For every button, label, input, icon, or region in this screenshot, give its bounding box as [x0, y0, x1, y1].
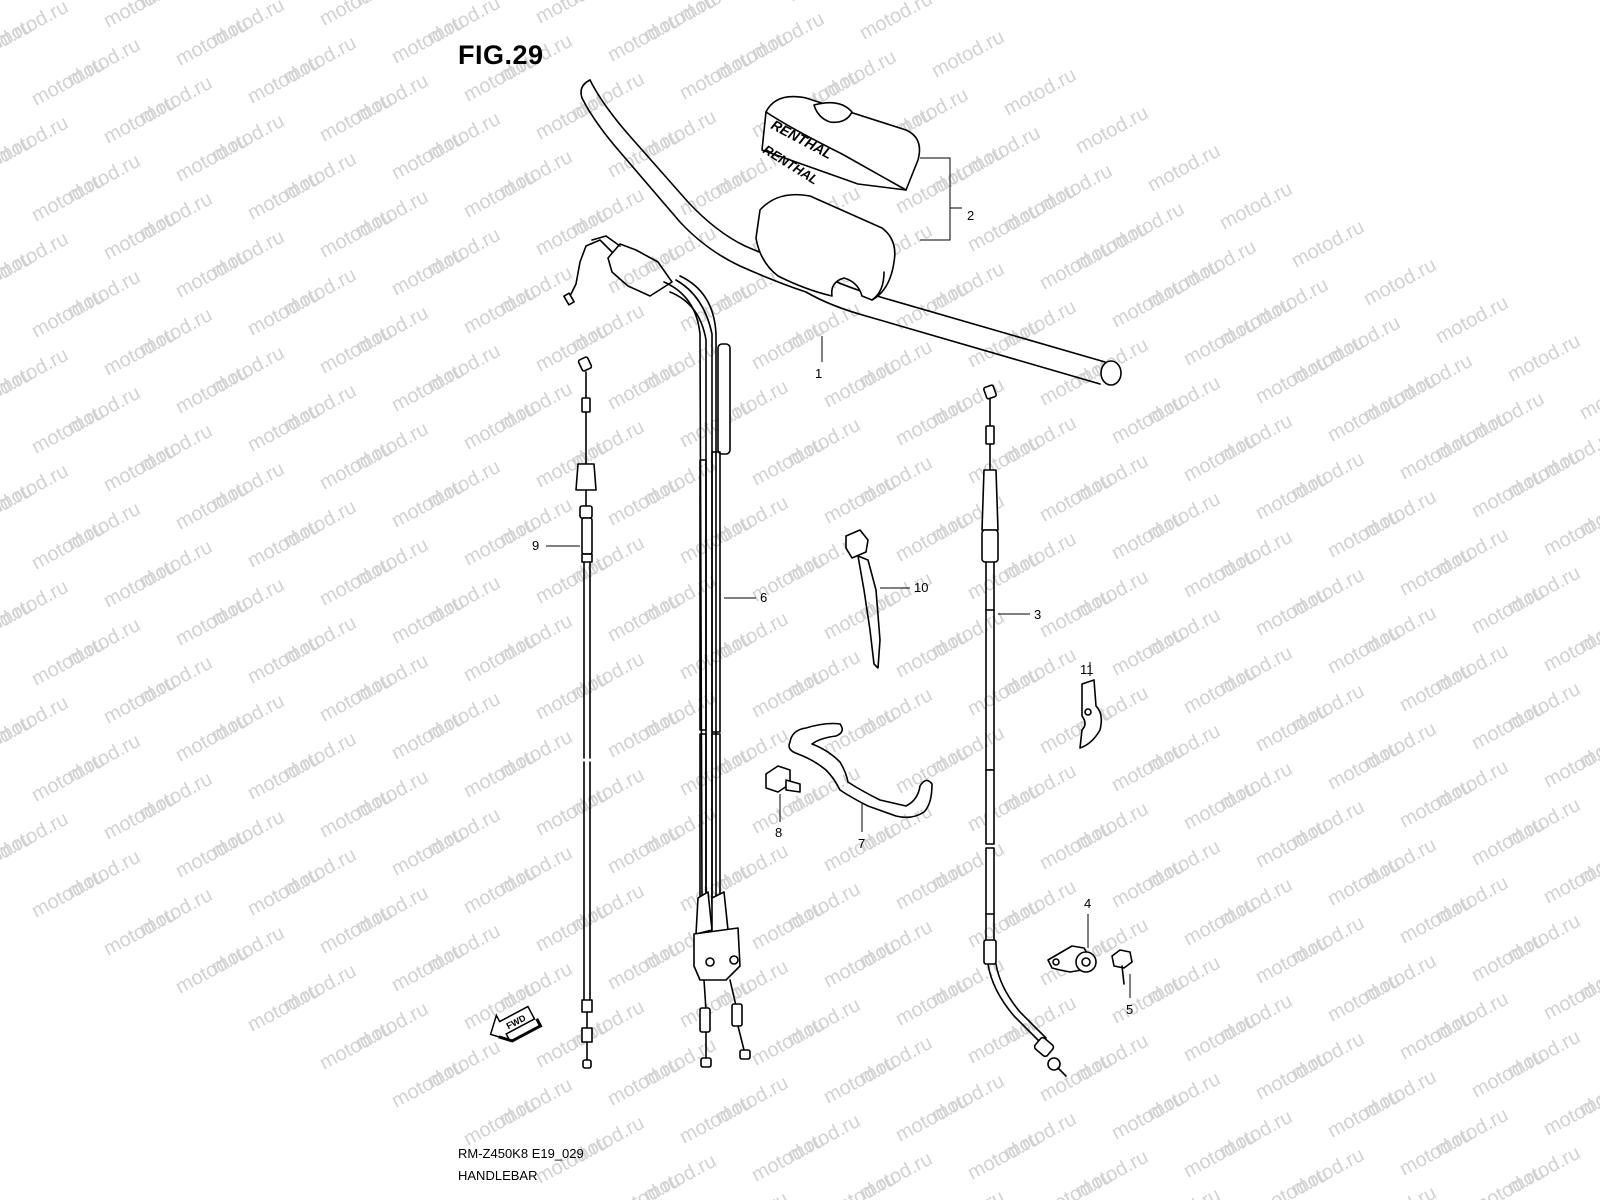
- screw-part[interactable]: [1111, 949, 1133, 998]
- bolt-part[interactable]: [765, 765, 801, 822]
- section-name-label: HANDLEBAR: [458, 1168, 538, 1183]
- cable-tie-part[interactable]: [845, 529, 910, 669]
- throttle-cable-part[interactable]: [563, 235, 756, 1068]
- callout-4: 4: [1084, 896, 1091, 911]
- model-code-label: RM-Z450K8 E19_029: [458, 1146, 584, 1161]
- callout-8: 8: [775, 825, 782, 840]
- callout-1: 1: [815, 366, 822, 381]
- callout-10: 10: [914, 580, 928, 595]
- clutch-cable-part[interactable]: [981, 384, 1067, 1077]
- callout-11: 11: [1080, 662, 1094, 677]
- callout-3: 3: [1034, 607, 1041, 622]
- callout-6: 6: [760, 590, 767, 605]
- callout-9: 9: [532, 538, 539, 553]
- callout-2: 2: [967, 208, 974, 223]
- callout-5: 5: [1126, 1002, 1133, 1017]
- callout-7: 7: [858, 836, 865, 851]
- lever-holder-part[interactable]: [1047, 914, 1097, 973]
- clamp-part[interactable]: [1079, 662, 1103, 749]
- figure-title: FIG.29: [458, 40, 544, 70]
- handlebar-pad-part[interactable]: RENTHAL RENTHAL: [755, 95, 962, 301]
- hot-start-cable-part[interactable]: [546, 356, 597, 1069]
- fwd-arrow-icon: FWD: [489, 1005, 543, 1043]
- wire-bracket-part[interactable]: [788, 722, 933, 833]
